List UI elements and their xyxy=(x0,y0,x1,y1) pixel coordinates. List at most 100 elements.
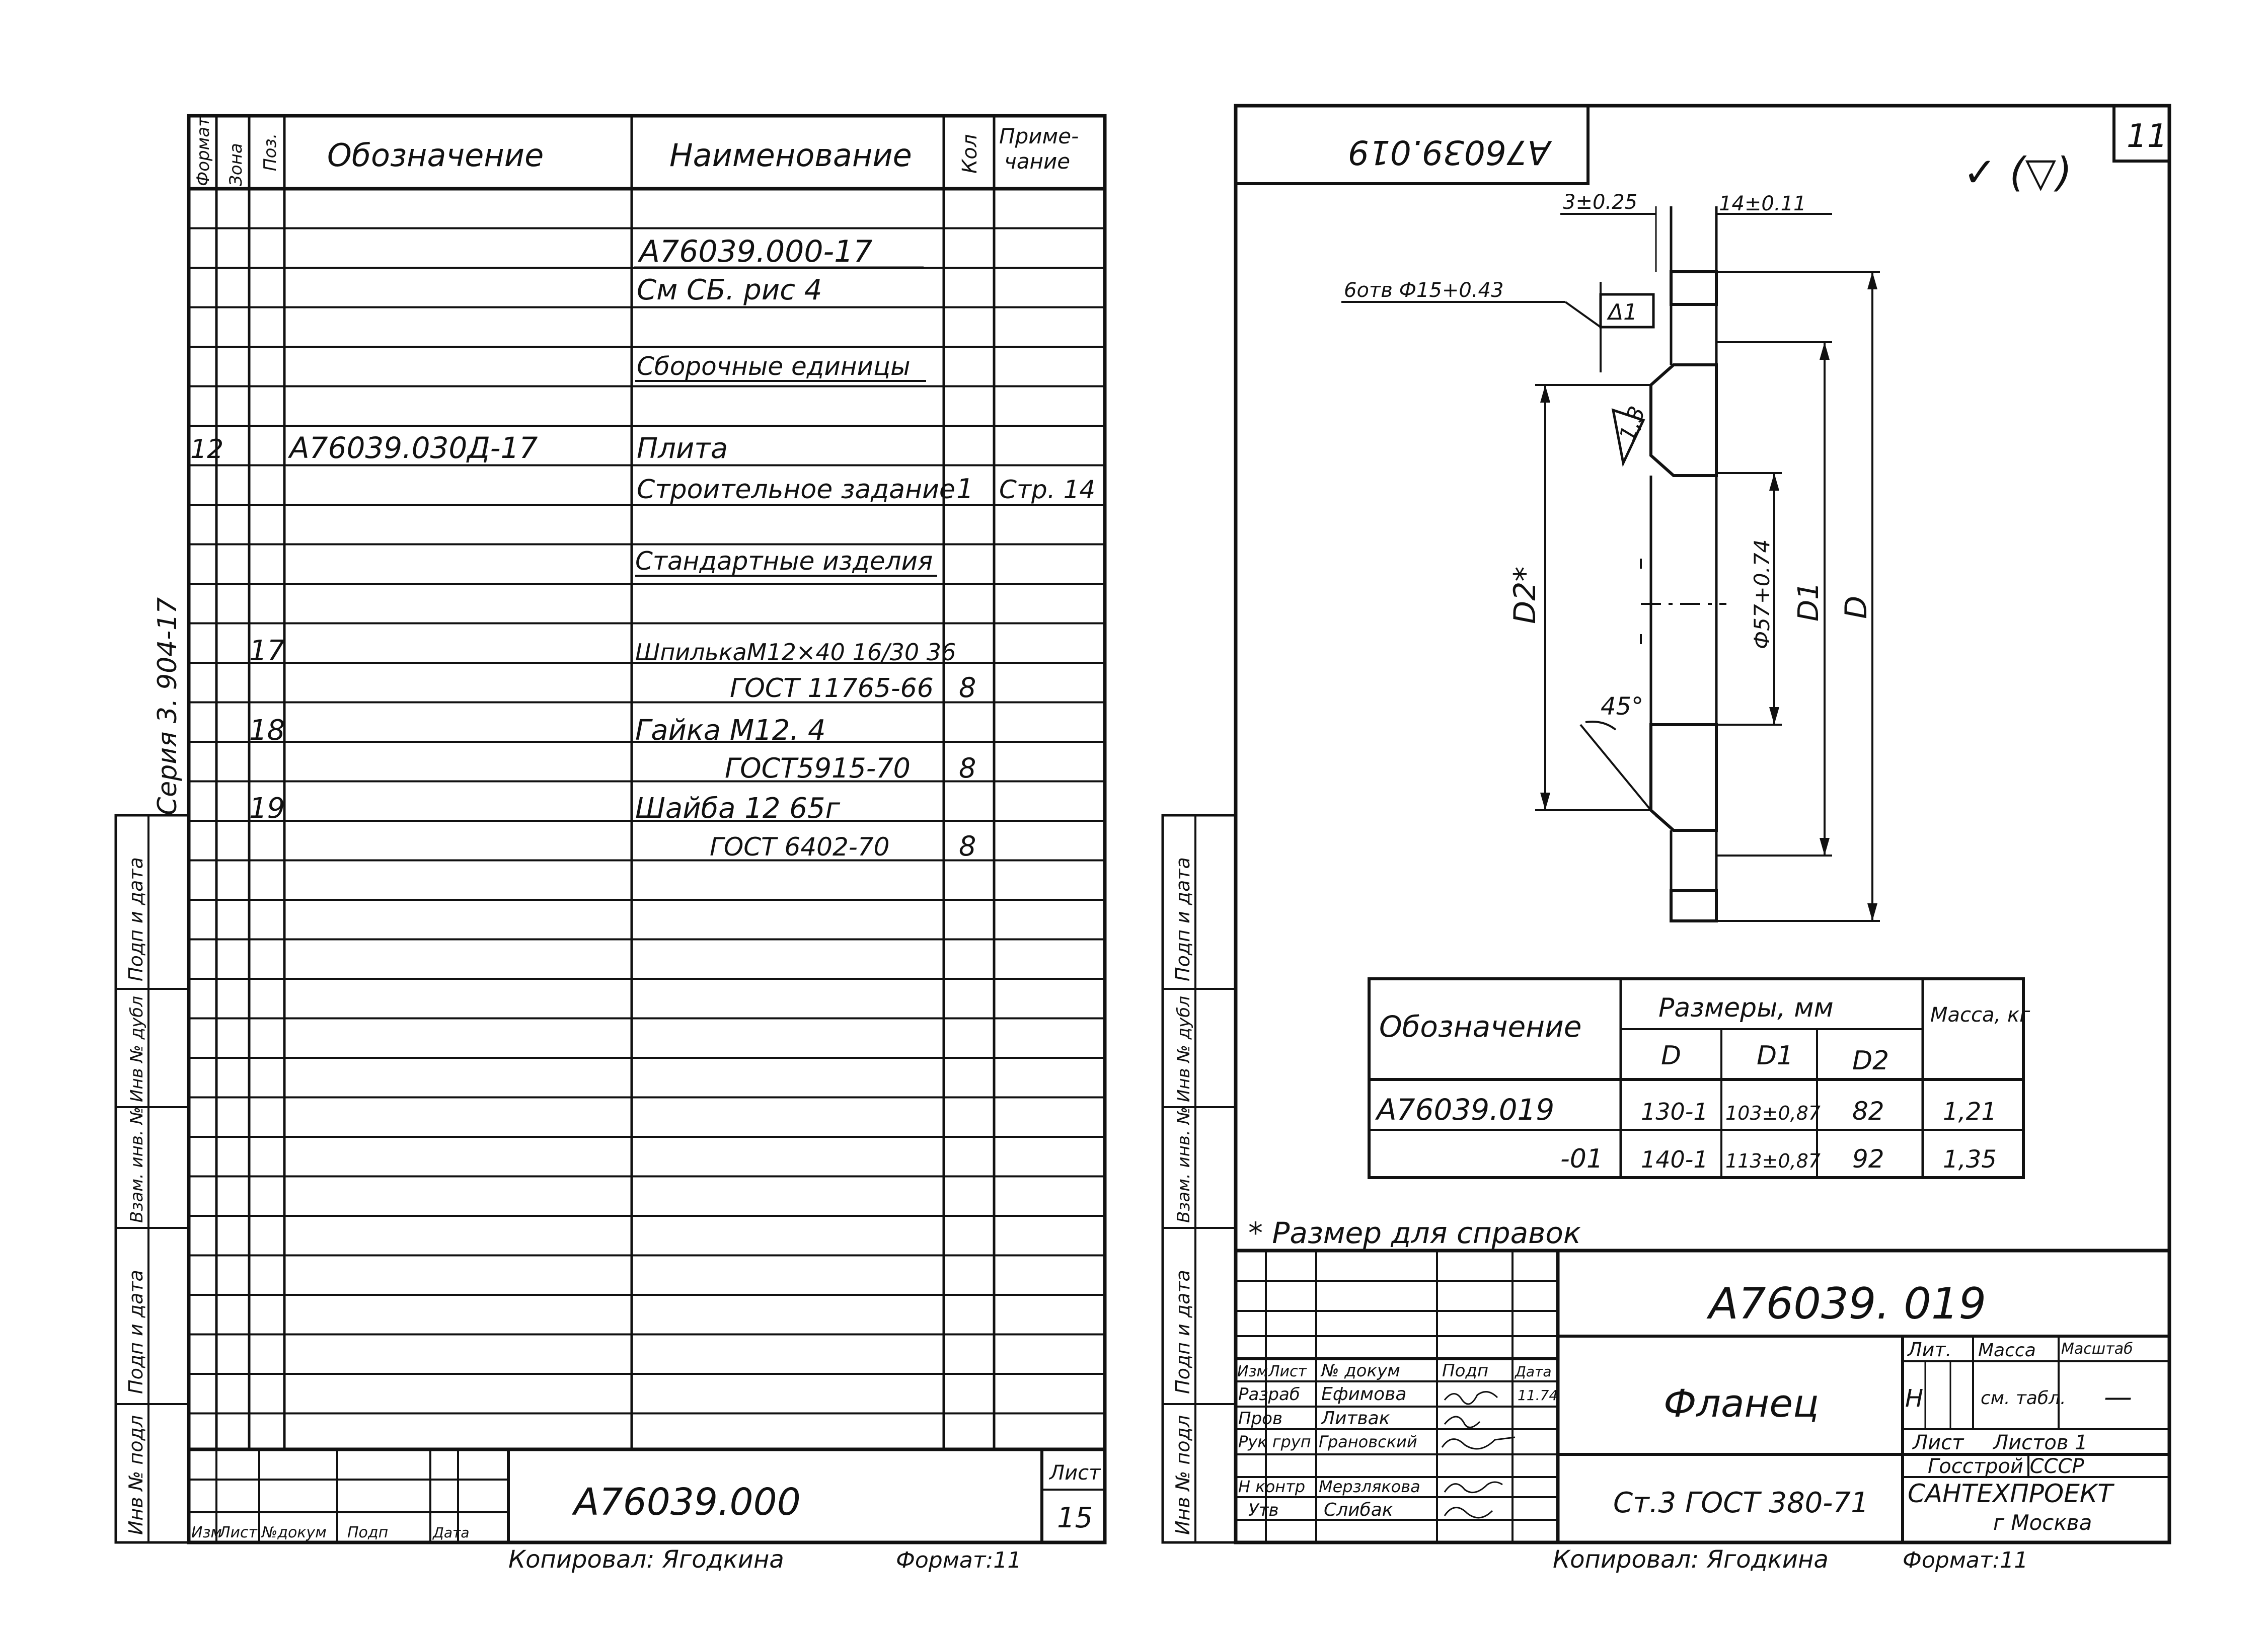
rtb-org1: Госстрой СССР xyxy=(1928,1455,2084,1478)
tb-sheet-label: Лист xyxy=(1048,1461,1101,1485)
rtb-person-2: Литвак xyxy=(1320,1408,1390,1429)
header-name: Наименование xyxy=(669,137,912,174)
rtb-role-2: Пров xyxy=(1238,1409,1282,1429)
section-assembly: Сборочные единицы xyxy=(637,352,911,381)
row2-d2: 92 xyxy=(1852,1144,1884,1174)
r-stamp-inv-original: Инв № подл xyxy=(1172,1415,1194,1535)
row-plate-format: 12 xyxy=(190,434,223,464)
dim-angle: 45° xyxy=(1601,692,1643,721)
tb-izm: Изм xyxy=(191,1524,222,1541)
right-title-block: Изм Лист № докум Подп Дата Разраб Ефимов… xyxy=(1236,1249,2169,1542)
roughness-mark: ✓ (▽) xyxy=(1963,149,2072,196)
stamp-replace: Взам. инв. № xyxy=(127,1107,147,1223)
header-note-1: Приме- xyxy=(999,124,1079,148)
table-sub-d: D xyxy=(1661,1041,1681,1071)
tb-sheet-no: 15 xyxy=(1057,1502,1093,1534)
footer-copied: Копировал: Ягодкина xyxy=(508,1545,784,1574)
rtb-person-5: Мерзлякова xyxy=(1319,1477,1420,1496)
tb-date: Дата xyxy=(432,1524,470,1541)
dim-thickness: 3±0.25 xyxy=(1563,191,1637,214)
right-part-sheet: А76039.019 11 ✓ (▽) Инв № подл Подп и да… xyxy=(1161,104,2171,1574)
tb-sign: Подп xyxy=(347,1524,388,1541)
row2-d1: 113±0,87 xyxy=(1725,1150,1821,1172)
rtb-role-6: Утв xyxy=(1248,1500,1279,1520)
signature-1 xyxy=(1444,1391,1498,1405)
row-19-name: Шайба 12 65г xyxy=(635,792,841,825)
row-19-pos: 19 xyxy=(249,792,285,825)
section-standard: Стандартные изделия xyxy=(635,547,933,576)
row-18-name: Гайка М12. 4 xyxy=(635,714,826,747)
flange-section-drawing: 3±0.25 14±0.11 6отв Ф15+0.43 Δ1 1,3 D2* … xyxy=(1341,191,1880,922)
row-18-qty: 8 xyxy=(959,752,976,784)
row-plate-name: Плита xyxy=(637,432,728,465)
dim-delta: Δ1 xyxy=(1607,299,1637,325)
row-18-gost: ГОСТ5915-70 xyxy=(725,752,911,784)
footer-format: Формат:11 xyxy=(896,1547,1021,1573)
dim-bevel: 1,3 xyxy=(1614,403,1650,445)
dim-d1: D1 xyxy=(1792,582,1825,622)
stamp-inv-dup: Инв № дубл xyxy=(127,996,147,1102)
rtb-mass-label: Масса xyxy=(1978,1340,2036,1361)
rtb-col-list: Лист xyxy=(1268,1363,1308,1380)
row1-d1: 103±0,87 xyxy=(1725,1102,1821,1124)
table-h-sizes: Размеры, мм xyxy=(1658,993,1834,1023)
row-task-note: Стр. 14 xyxy=(999,475,1095,504)
rtb-lit-label: Лит. xyxy=(1907,1339,1952,1361)
r-stamp-inv-dup: Инв № дубл xyxy=(1174,996,1194,1102)
tb-list: Лист xyxy=(218,1524,258,1541)
row2-designation: -01 xyxy=(1560,1144,1603,1174)
right-frame xyxy=(1234,104,2171,1544)
rtb-sheets-label: Листов 1 xyxy=(1992,1431,2088,1454)
header-qty: Кол xyxy=(958,134,981,174)
rtb-person-3: Грановский xyxy=(1319,1432,1417,1451)
tb-code: А76039.000 xyxy=(572,1481,801,1524)
dim-bore: Ф57+0.74 xyxy=(1750,539,1774,649)
row2-mass: 1,35 xyxy=(1943,1145,1997,1174)
dim-hub: 14±0.11 xyxy=(1719,192,1806,215)
stamp-inv-original: Инв № подл xyxy=(125,1415,147,1535)
corner-code: А76039.019 xyxy=(1348,133,1552,172)
sheet-number: 11 xyxy=(2127,118,2167,155)
rtb-sheet-label: Лист xyxy=(1912,1431,1964,1454)
row-17-qty: 8 xyxy=(959,672,976,704)
header-format: Формат xyxy=(193,116,213,186)
rtb-role-1: Разраб xyxy=(1238,1384,1300,1405)
left-side-stamp xyxy=(114,814,190,1544)
r-stamp-replace: Взам. инв. № xyxy=(1174,1107,1194,1223)
table-h-mass: Масса, кг xyxy=(1930,1003,2030,1027)
left-spec-sheet: Формат Зона Поз. Обозначение Наименовани… xyxy=(114,114,1107,1574)
r-footer-format: Формат:11 xyxy=(1903,1547,2028,1573)
stamp-sign-date-1: Подп и дата xyxy=(125,1270,147,1394)
signature-5 xyxy=(1444,1481,1503,1494)
rtb-scale: — xyxy=(2104,1381,2132,1414)
dim-d2: D2* xyxy=(1507,567,1543,624)
rtb-person-1: Ефимова xyxy=(1321,1384,1406,1405)
table-sub-d1: D1 xyxy=(1757,1041,1793,1071)
row-19-qty: 8 xyxy=(959,830,976,862)
rtb-scale-label: Масштаб xyxy=(2061,1340,2133,1358)
rtb-col-doc: № докум xyxy=(1320,1361,1400,1381)
r-stamp-sign-date-1: Подп и дата xyxy=(1172,1270,1194,1394)
header-note-2: чание xyxy=(1004,149,1070,174)
stamp-sign-date-2: Подп и дата xyxy=(125,857,147,981)
dim-holes: 6отв Ф15+0.43 xyxy=(1344,279,1503,302)
size-table: Обозначение Размеры, мм Масса, кг D D1 D… xyxy=(1368,977,2030,1179)
right-side-stamp xyxy=(1161,814,1237,1544)
rtb-date-1: 11.74 xyxy=(1518,1387,1558,1404)
row1-d: 130-1 xyxy=(1641,1098,1708,1125)
row-18-pos: 18 xyxy=(249,714,285,747)
spec-ref: См СБ. рис 4 xyxy=(637,274,822,306)
rtb-role-5: Н контр xyxy=(1238,1477,1305,1496)
rtb-person-6: Слибак xyxy=(1324,1500,1393,1520)
header-pos: Поз. xyxy=(260,133,280,171)
row-task-name: Строительное задание xyxy=(637,475,955,505)
signature-3 xyxy=(1441,1436,1516,1450)
r-footer-copied: Копировал: Ягодкина xyxy=(1553,1545,1829,1574)
table-sub-d2: D2 xyxy=(1852,1046,1889,1076)
row1-designation: А76039.019 xyxy=(1375,1093,1554,1127)
rtb-col-date: Дата xyxy=(1514,1363,1552,1380)
row-17-name: ШпилькаМ12×40 16/30 36 xyxy=(635,639,956,666)
dim-d: D xyxy=(1839,596,1874,619)
tb-doc: №докум xyxy=(261,1524,327,1541)
